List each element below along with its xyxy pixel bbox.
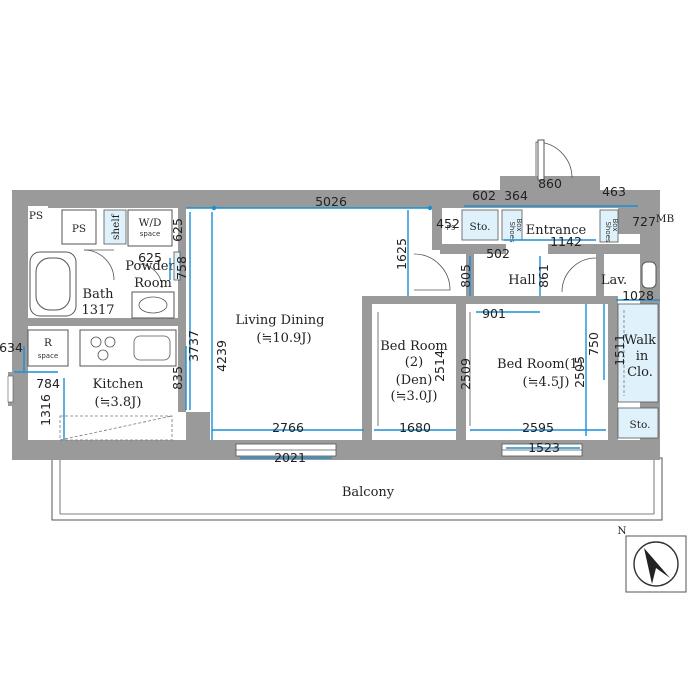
r-label: R bbox=[44, 337, 53, 349]
dim-835: 835 bbox=[170, 366, 185, 390]
walk-in-label-2: in bbox=[636, 349, 649, 364]
dim-758: 758 bbox=[174, 256, 189, 280]
bed1-label: Bed Room(1) bbox=[497, 357, 583, 372]
dim-805: 805 bbox=[458, 264, 473, 288]
walk-in-label-1: Walk bbox=[624, 333, 656, 348]
wd-space-label: space bbox=[140, 230, 161, 238]
dim-502: 502 bbox=[486, 246, 510, 261]
dim-4239: 4239 bbox=[214, 340, 229, 372]
entrance-block bbox=[500, 139, 600, 192]
wd-label: W/D bbox=[139, 217, 162, 229]
kitchen-label: Kitchen bbox=[93, 377, 144, 392]
dim-1316: 1316 bbox=[38, 394, 53, 426]
compass: N bbox=[617, 525, 687, 593]
dim-750: 750 bbox=[586, 332, 601, 356]
dimension-lines bbox=[14, 205, 660, 459]
bed2-number: (2) bbox=[405, 355, 423, 370]
ps-label-2: PS bbox=[72, 223, 86, 235]
dim-625-a: 625 bbox=[170, 218, 185, 242]
room-labels: Living Dining (≒10.9J) Bed Room (2) (Den… bbox=[236, 313, 583, 404]
lav-label: Lav. bbox=[601, 273, 627, 288]
balcony: Balcony bbox=[51, 457, 663, 521]
dim-1511: 1511 bbox=[612, 334, 627, 366]
bed2-label: Bed Room bbox=[380, 339, 447, 354]
r-space-label: space bbox=[38, 352, 59, 360]
dim-625-b: 625 bbox=[138, 250, 162, 265]
dim-2509: 2509 bbox=[458, 358, 473, 390]
dim-2505: 2505 bbox=[572, 356, 587, 388]
dim-1680: 1680 bbox=[399, 420, 431, 435]
dim-452: 452 bbox=[436, 216, 460, 231]
dim-3737: 3737 bbox=[186, 330, 201, 362]
dim-463: 463 bbox=[602, 184, 626, 199]
dim-1625: 1625 bbox=[394, 238, 409, 270]
dimension-values: 5026 602 364 860 463 727 452 502 1142 62… bbox=[0, 176, 656, 465]
dim-784: 784 bbox=[36, 376, 60, 391]
dim-2595: 2595 bbox=[522, 420, 554, 435]
bath-size: 1317 bbox=[81, 303, 114, 318]
sto-label-2: Sto. bbox=[630, 419, 651, 431]
shoes-box-label-2a: Shoes bbox=[604, 221, 612, 242]
compass-arrow-icon bbox=[644, 548, 670, 584]
dim-727: 727 bbox=[632, 214, 656, 229]
living-dining-size: (≒10.9J) bbox=[256, 331, 311, 346]
shoes-box-label-1b: Box bbox=[515, 218, 523, 231]
fixtures: PS PS shelf W/D space Bath 1317 Powder R… bbox=[27, 204, 680, 441]
bed2-size: (≒3.0J) bbox=[391, 389, 438, 404]
dim-5026: 5026 bbox=[315, 194, 347, 209]
dim-1028: 1028 bbox=[622, 288, 654, 303]
dim-2514: 2514 bbox=[432, 350, 447, 382]
walk-in-label-3: Clo. bbox=[627, 365, 653, 380]
dim-1142: 1142 bbox=[550, 234, 582, 249]
doors bbox=[83, 249, 597, 426]
powder-label-1: Powder bbox=[125, 259, 175, 274]
ps-label-1: PS bbox=[29, 210, 43, 222]
dim-861: 861 bbox=[536, 264, 551, 288]
ps-label-3: PS bbox=[447, 224, 456, 232]
bed1-size: (≒4.5J) bbox=[523, 375, 570, 390]
compass-label: N bbox=[617, 525, 626, 537]
dim-2766: 2766 bbox=[272, 420, 304, 435]
dim-602: 602 bbox=[472, 188, 496, 203]
dim-634: 634 bbox=[0, 340, 23, 355]
hall-label: Hall bbox=[508, 273, 535, 288]
dim-1523: 1523 bbox=[528, 440, 560, 455]
kitchen-size: (≒3.8J) bbox=[95, 395, 142, 410]
dim-901: 901 bbox=[482, 306, 506, 321]
dim-364: 364 bbox=[504, 188, 528, 203]
balcony-label: Balcony bbox=[342, 485, 395, 500]
bath-label: Bath bbox=[83, 287, 115, 302]
dim-2021: 2021 bbox=[274, 450, 306, 465]
powder-label-2: Room bbox=[134, 276, 172, 291]
windows bbox=[235, 443, 583, 457]
mb-label: MB bbox=[656, 213, 675, 225]
living-dining-label: Living Dining bbox=[236, 313, 325, 328]
bed2-den: (Den) bbox=[396, 373, 433, 388]
entrance-label: Entrance bbox=[526, 223, 587, 238]
sto-label-1: Sto. bbox=[470, 221, 491, 233]
dim-860: 860 bbox=[538, 176, 562, 191]
shoes-box-label-1a: Shoes bbox=[508, 221, 516, 242]
shelf-label: shelf bbox=[110, 213, 122, 240]
shoes-box-label-2b: Box bbox=[611, 218, 619, 231]
